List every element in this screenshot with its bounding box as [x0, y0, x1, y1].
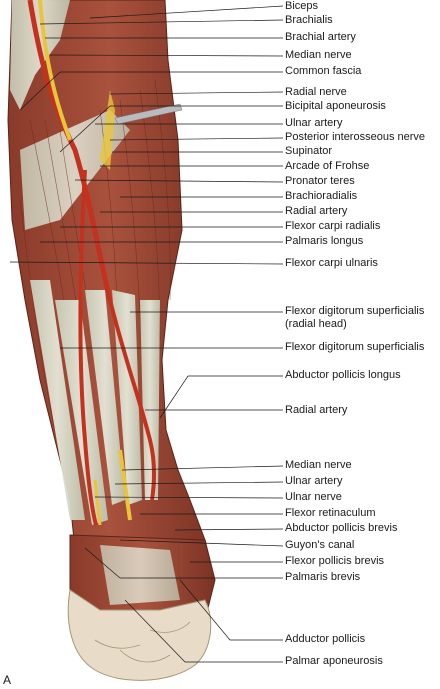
label-flexor-digitorum-superficialis: Flexor digitorum superficialis — [285, 341, 425, 353]
label-brachialis: Brachialis — [285, 14, 333, 26]
label-palmaris-longus: Palmaris longus — [285, 235, 364, 247]
median-nerve-lower-shape — [118, 449, 132, 521]
radial-nerve-shape — [100, 90, 115, 170]
label-abductor-pollicis-brevis: Abductor pollicis brevis — [285, 522, 398, 534]
label-radial-artery-lower: Radial artery — [285, 404, 348, 416]
label-fds-radial-head: Flexor digitorum superficialis (radial h… — [285, 305, 425, 330]
label-flexor-retinaculum: Flexor retinaculum — [285, 507, 376, 519]
label-guyons-canal: Guyon's canal — [285, 539, 355, 551]
label-ulnar-nerve: Ulnar nerve — [285, 491, 342, 503]
panel-letter: A — [3, 673, 12, 687]
label-arcade-of-frohse: Arcade of Frohse — [285, 160, 370, 172]
label-flexor-carpi-ulnaris: Flexor carpi ulnaris — [285, 257, 378, 269]
label-palmaris-brevis: Palmaris brevis — [285, 571, 361, 583]
label-brachial-artery: Brachial artery — [285, 31, 356, 43]
label-radial-nerve: Radial nerve — [285, 86, 347, 98]
aponeurosis-shape — [20, 110, 130, 230]
brachial-artery-shape — [27, 0, 113, 301]
label-median-nerve: Median nerve — [285, 49, 352, 61]
ulnar-artery-shape — [78, 169, 98, 526]
label-supinator: Supinator — [285, 145, 333, 157]
label-palmar-aponeurosis: Palmar aponeurosis — [285, 655, 383, 667]
label-median-nerve-lower: Median nerve — [285, 459, 352, 471]
palmar-aponeurosis-shape — [100, 545, 180, 605]
label-abductor-pollicis-longus: Abductor pollicis longus — [285, 369, 401, 381]
label-brachioradialis: Brachioradialis — [285, 190, 358, 202]
label-flexor-pollicis-brevis: Flexor pollicis brevis — [285, 555, 385, 567]
label-posterior-interosseous-nerve: Posterior interosseous nerve — [285, 131, 426, 143]
label-ulnar-artery-lower: Ulnar artery — [285, 475, 343, 487]
radial-artery-shape — [108, 299, 157, 501]
label-pronator-teres: Pronator teres — [285, 175, 355, 187]
label-ulnar-artery: Ulnar artery — [285, 117, 343, 129]
median-nerve-shape — [38, 0, 72, 141]
label-common-fascia: Common fascia — [285, 65, 362, 77]
label-flexor-carpi-radialis: Flexor carpi radialis — [285, 220, 381, 232]
fist-shape — [67, 589, 212, 681]
retractor-shape — [114, 103, 183, 125]
label-adductor-pollicis: Adductor pollicis — [285, 633, 366, 645]
label-biceps: Biceps — [285, 0, 319, 12]
label-bicipital-aponeurosis: Bicipital aponeurosis — [285, 100, 386, 112]
ulnar-nerve-shape — [93, 479, 102, 526]
label-radial-artery: Radial artery — [285, 205, 348, 217]
